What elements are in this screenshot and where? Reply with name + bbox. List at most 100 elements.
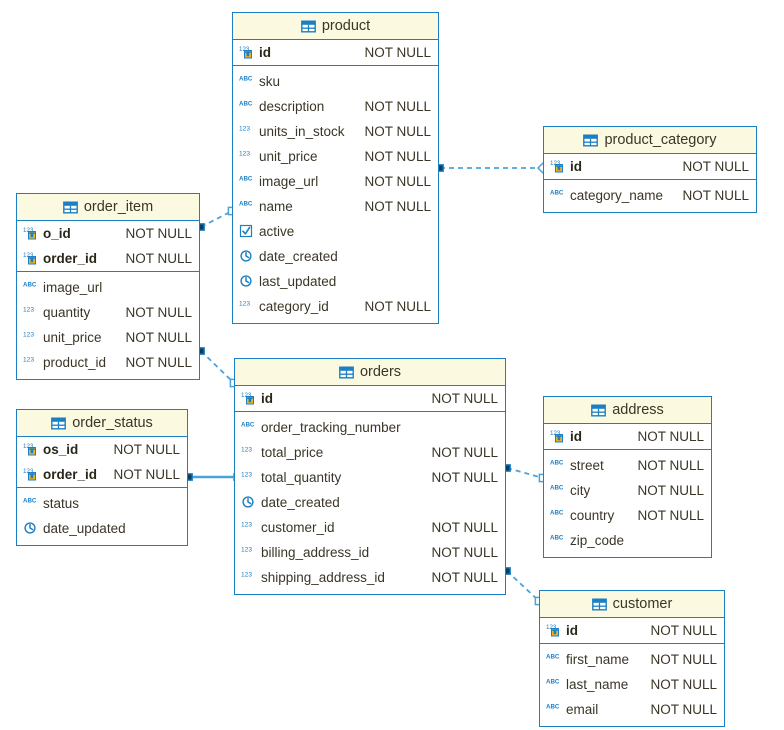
column-name: city — [570, 483, 591, 498]
entity-header[interactable]: address — [544, 397, 711, 424]
column-name: id — [259, 45, 271, 60]
entity-header[interactable]: product_category — [544, 127, 756, 154]
column-nullability: NOT NULL — [431, 570, 498, 585]
svg-text:123: 123 — [239, 46, 250, 53]
relationship-order-item-to-product[interactable] — [197, 206, 237, 231]
column-nullability: NOT NULL — [431, 520, 498, 535]
column-nullability: NOT NULL — [113, 442, 180, 457]
entity-header[interactable]: orders — [235, 359, 505, 386]
relationship-orders-to-customer[interactable] — [503, 567, 544, 606]
primary-key-icon: 123 — [546, 623, 563, 637]
svg-text:ABC: ABC — [23, 497, 37, 504]
entity-title: customer — [612, 596, 673, 612]
column-nullability: NOT NULL — [650, 702, 717, 717]
svg-text:123: 123 — [23, 252, 34, 259]
column-nullability: NOT NULL — [682, 159, 749, 174]
column-row[interactable]: date_updated — [17, 516, 187, 541]
entity-header[interactable]: order_status — [17, 410, 187, 437]
numeric-icon: 123 — [23, 355, 40, 369]
entity-title: address — [612, 402, 664, 418]
svg-text:123: 123 — [550, 430, 561, 437]
column-nullability: NOT NULL — [431, 445, 498, 460]
column-nullability: NOT NULL — [650, 623, 717, 638]
column-name: date_updated — [43, 521, 126, 536]
datetime-icon — [239, 274, 256, 288]
column-row[interactable]: last_updated — [233, 269, 438, 294]
entity-header[interactable]: customer — [540, 591, 724, 618]
column-name: o_id — [43, 226, 71, 241]
svg-text:ABC: ABC — [239, 200, 253, 207]
svg-text:ABC: ABC — [550, 189, 564, 196]
svg-text:123: 123 — [239, 125, 250, 132]
entity-header[interactable]: order_item — [17, 194, 199, 221]
svg-text:ABC: ABC — [546, 653, 560, 660]
entity-header[interactable]: product — [233, 13, 438, 40]
svg-text:123: 123 — [546, 624, 557, 631]
relationship-order-item-to-orders[interactable] — [197, 347, 239, 388]
column-row[interactable]: date_created — [235, 490, 505, 515]
column-row[interactable]: active — [233, 219, 438, 244]
column-nullability: NOT NULL — [364, 149, 431, 164]
relationship-product-to-product-category[interactable] — [436, 161, 550, 175]
column-name: category_id — [259, 299, 329, 314]
column-row[interactable]: date_created — [233, 244, 438, 269]
svg-text:123: 123 — [241, 471, 252, 478]
table-icon — [583, 134, 599, 147]
relationship-orders-to-address[interactable] — [503, 464, 548, 483]
column-name: units_in_stock — [259, 124, 345, 139]
svg-text:123: 123 — [241, 392, 252, 399]
column-nullability: NOT NULL — [364, 299, 431, 314]
svg-text:123: 123 — [23, 356, 34, 363]
abc-icon: ABC — [241, 420, 258, 434]
numeric-icon: 123 — [241, 570, 258, 584]
column-nullability: NOT NULL — [125, 226, 192, 241]
svg-text:123: 123 — [239, 150, 250, 157]
relationship-order-status-to-orders[interactable] — [185, 473, 235, 481]
